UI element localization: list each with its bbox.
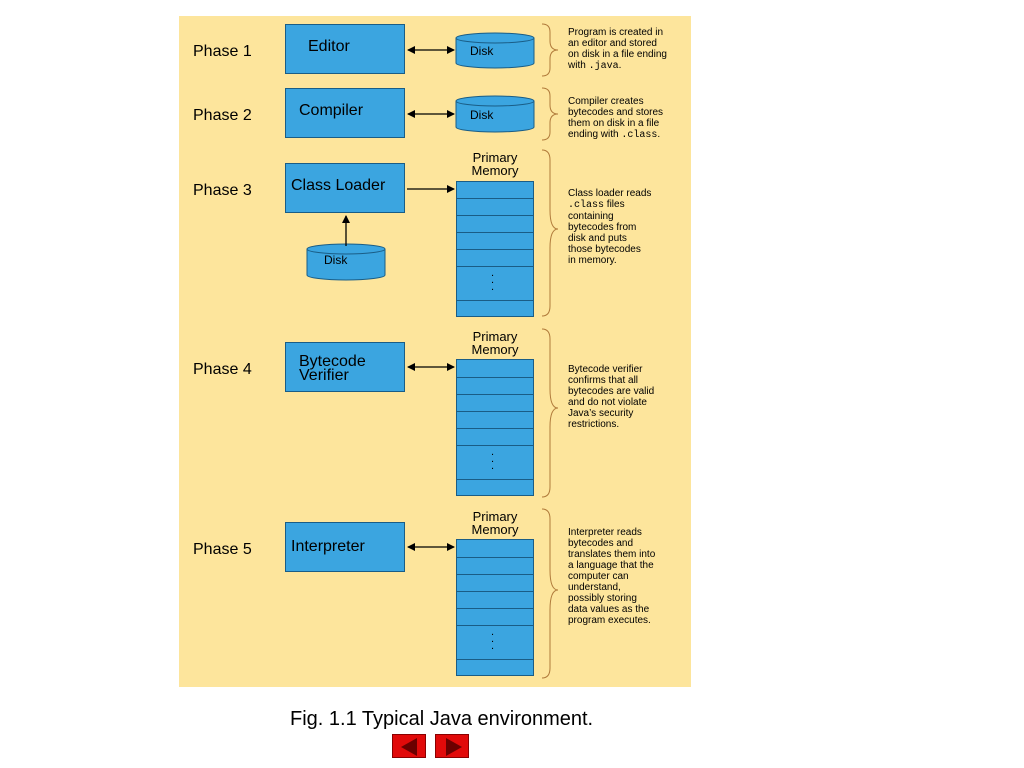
disk-phase3-icon: Disk bbox=[306, 243, 386, 281]
description-line: bytecodes from bbox=[568, 222, 637, 233]
phase-3-label: Phase 3 bbox=[193, 182, 252, 199]
description-line: restrictions. bbox=[568, 419, 620, 430]
class-loader-label: Class Loader bbox=[291, 177, 386, 194]
description-line: Bytecode verifier bbox=[568, 364, 643, 375]
bytecode-verifier-box bbox=[285, 342, 405, 392]
phase-4-label: Phase 4 bbox=[193, 361, 252, 378]
description-line: Compiler creates bbox=[568, 96, 644, 107]
diagram-panel bbox=[179, 16, 691, 687]
disk-phase2-icon: Disk bbox=[455, 95, 535, 133]
disk-phase1-icon: Disk bbox=[455, 32, 535, 69]
description-line: bytecodes are valid bbox=[568, 386, 655, 397]
class-loader-box bbox=[285, 163, 405, 213]
bytecode-verifier-label-line1: Bytecode bbox=[299, 353, 366, 370]
braces bbox=[541, 23, 559, 679]
previous-button[interactable] bbox=[392, 734, 426, 758]
compiler-box bbox=[285, 88, 405, 138]
disk-label: Disk bbox=[470, 108, 494, 122]
description-line: Class loader reads bbox=[568, 188, 652, 199]
description-line: computer can bbox=[568, 571, 629, 582]
description-line: on disk in a file ending bbox=[568, 49, 667, 60]
left-triangle-icon bbox=[401, 738, 417, 756]
description-line: and do not violate bbox=[568, 397, 647, 408]
memory-stack-phase4: ... bbox=[456, 359, 534, 496]
disk-label: Disk bbox=[324, 253, 348, 267]
memory-stack-phase5: ... bbox=[456, 539, 534, 676]
description-line: disk and puts bbox=[568, 233, 627, 244]
description-line: those bytecodes bbox=[568, 244, 641, 255]
description-line: containing bbox=[568, 211, 614, 222]
description-line: understand, bbox=[568, 582, 621, 593]
description-line: Program is created in bbox=[568, 27, 664, 38]
description-line: translates them into bbox=[568, 549, 656, 560]
description-line: data values as the bbox=[568, 604, 650, 615]
phase-2-label: Phase 2 bbox=[193, 107, 252, 124]
compiler-label: Compiler bbox=[299, 102, 364, 119]
description-line: bytecodes and bbox=[568, 538, 634, 549]
interpreter-label: Interpreter bbox=[291, 538, 365, 555]
description-line: bytecodes and stores bbox=[568, 107, 664, 118]
bytecode-verifier-label-line2: Verifier bbox=[299, 367, 349, 384]
disk-label: Disk bbox=[470, 44, 494, 58]
editor-box bbox=[285, 24, 405, 74]
phase-5-label: Phase 5 bbox=[193, 541, 252, 558]
right-triangle-icon bbox=[446, 738, 462, 756]
editor-label: Editor bbox=[308, 38, 350, 55]
description-line: program executes. bbox=[568, 615, 651, 626]
description-line: Java’s security bbox=[568, 408, 634, 419]
description-line: confirms that all bbox=[568, 375, 639, 386]
description-line: .class files bbox=[568, 199, 625, 211]
memory-stack-phase3: ... bbox=[456, 181, 534, 317]
description-line: ending with .class. bbox=[568, 129, 661, 141]
phase-1-label: Phase 1 bbox=[193, 43, 252, 60]
interpreter-box bbox=[285, 522, 405, 572]
memory-dots: ... bbox=[491, 446, 495, 472]
description-line: in memory. bbox=[568, 255, 617, 266]
next-button[interactable] bbox=[435, 734, 469, 758]
description-line: Interpreter reads bbox=[568, 527, 642, 538]
description-line: an editor and stored bbox=[568, 38, 657, 49]
description-line: a language that the bbox=[568, 560, 654, 571]
memory-dots: ... bbox=[491, 267, 495, 293]
memory-dots: ... bbox=[491, 626, 495, 652]
description-line: them on disk in a file bbox=[568, 118, 660, 129]
description-line: possibly storing bbox=[568, 593, 637, 604]
figure-caption: Fig. 1.1 Typical Java environment. bbox=[290, 708, 594, 730]
description-line: with .java. bbox=[568, 60, 622, 72]
